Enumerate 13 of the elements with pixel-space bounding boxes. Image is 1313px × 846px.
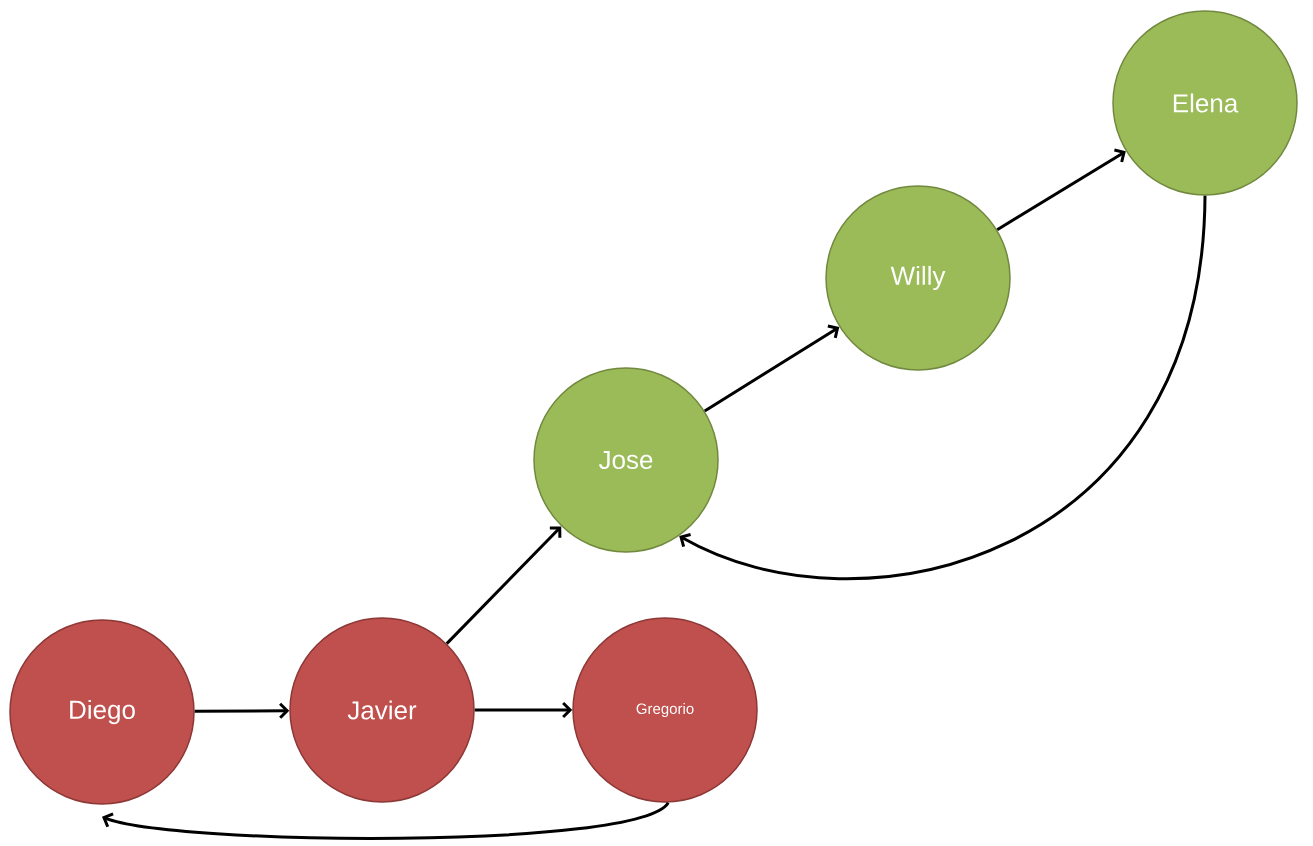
- arrow: [703, 324, 840, 413]
- circle-node: Diego: [9, 619, 195, 805]
- arrow: [194, 702, 290, 719]
- circle-node: Jose: [533, 367, 719, 553]
- arrow: [474, 701, 573, 719]
- arrow: [102, 801, 670, 840]
- circle-node: Gregorio: [572, 617, 758, 803]
- arrow: [996, 148, 1126, 231]
- circle-node: Willy: [825, 185, 1011, 371]
- circle-node: Javier: [289, 617, 475, 803]
- circle-node: Elena: [1112, 10, 1298, 196]
- arrow: [679, 195, 1207, 580]
- arrow: [445, 526, 562, 645]
